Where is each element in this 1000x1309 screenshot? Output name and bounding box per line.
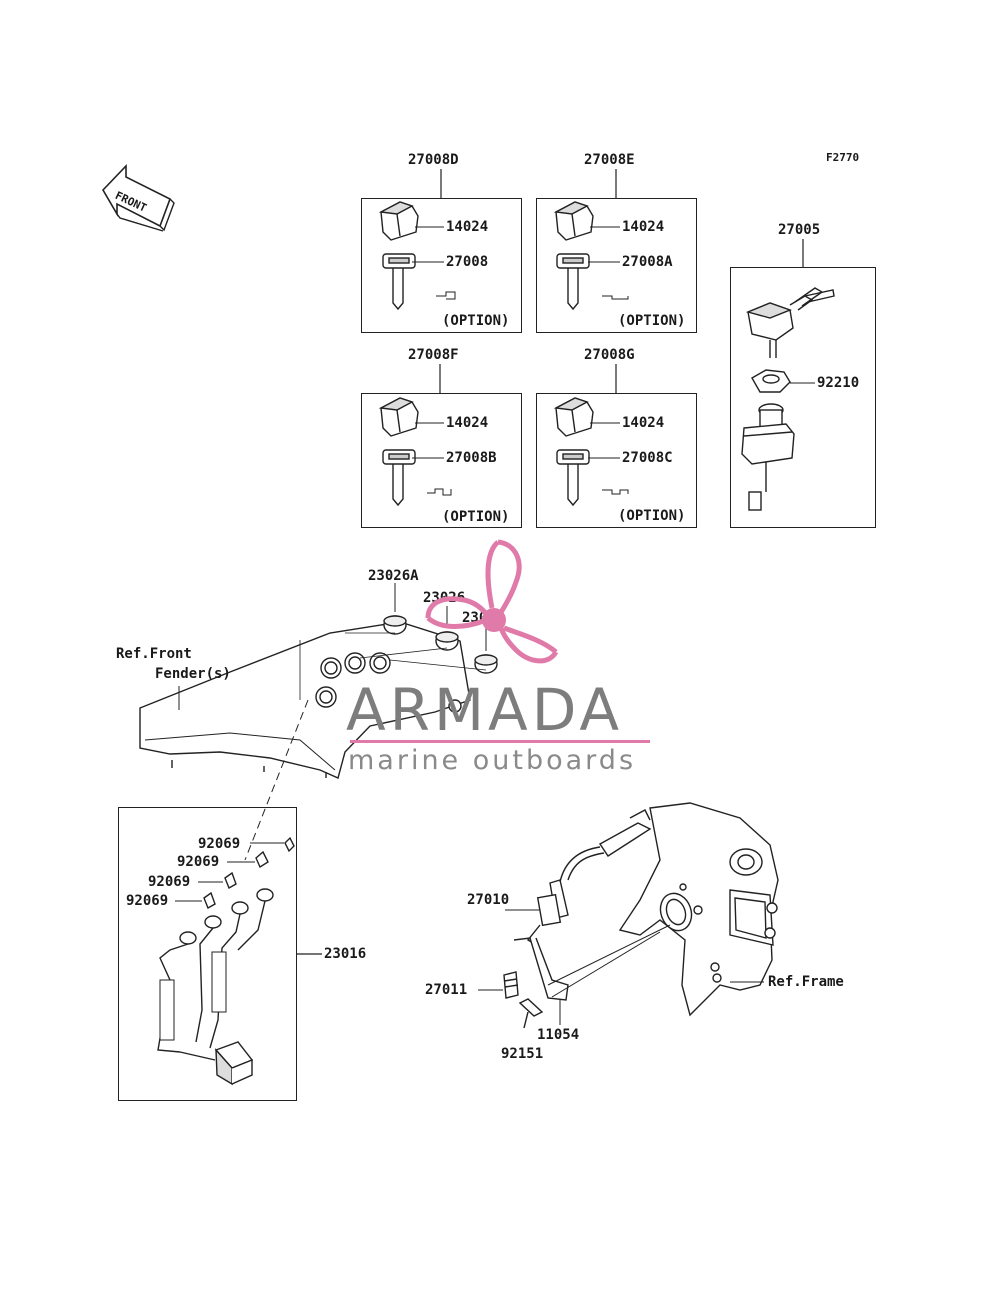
group-box-27008d [361, 198, 522, 333]
option-label-27008e: (OPTION) [618, 313, 686, 329]
part-label-92069-c: 92069 [148, 874, 191, 890]
front-arrow-icon [102, 164, 175, 232]
group-leaders [297, 169, 804, 955]
ignition-switch-drawing [741, 287, 835, 511]
part-label-92069-a: 92069 [198, 836, 241, 852]
group-label-27008g: 27008G [584, 347, 635, 363]
part-label-92069-d: 92069 [126, 893, 169, 909]
group-box-27008f [361, 393, 522, 528]
part-label-27008: 27008 [446, 254, 489, 270]
figure-code: F2770 [826, 151, 860, 164]
part-label-92151: 92151 [501, 1046, 544, 1062]
key-set-27008f-drawing [378, 397, 452, 507]
armada-logo-icon [425, 539, 559, 664]
option-label-27008f: (OPTION) [442, 509, 510, 525]
key-set-27008d-drawing [378, 201, 456, 311]
ref-front-fender-line1: Ref.Front [116, 646, 192, 662]
part-label-27008c: 27008C [622, 450, 673, 466]
group-box-23016 [118, 807, 297, 1101]
part-label-92069-b: 92069 [177, 854, 220, 870]
ref-frame-label: Ref.Frame [768, 974, 844, 990]
part-label-14024-d: 14024 [622, 415, 665, 431]
part-label-14024-c: 14024 [446, 415, 489, 431]
watermark-divider [350, 740, 650, 743]
group-box-27008g [536, 393, 697, 528]
part-label-27010: 27010 [467, 892, 510, 908]
group-label-23016: 23016 [324, 946, 367, 962]
key-set-27008e-drawing [553, 201, 629, 311]
part-label-14024-a: 14024 [446, 219, 489, 235]
key-cylinder-drawing [478, 809, 671, 1029]
group-label-27008d: 27008D [408, 152, 459, 168]
part-label-27008a: 27008A [622, 254, 673, 270]
front-fender-drawing [139, 621, 471, 779]
group-label-27008f: 27008F [408, 347, 459, 363]
watermark-tagline: marine outboards [348, 745, 637, 776]
frame-drawing [618, 802, 779, 1017]
group-box-27008e [536, 198, 697, 333]
ref-front-fender-line2: Fender(s) [155, 666, 231, 682]
group-label-27005: 27005 [778, 222, 821, 238]
key-set-27008g-drawing [553, 397, 629, 507]
group-box-27005 [730, 267, 876, 528]
grommets-drawing [345, 583, 498, 674]
part-label-14024-b: 14024 [622, 219, 665, 235]
option-label-27008d: (OPTION) [442, 313, 510, 329]
part-label-27011: 27011 [425, 982, 468, 998]
part-label-11054: 11054 [537, 1027, 580, 1043]
wire-harness-drawing [157, 836, 295, 1086]
part-label-92210: 92210 [817, 375, 860, 391]
part-label-23026a: 23026A [368, 568, 419, 584]
group-label-27008e: 27008E [584, 152, 635, 168]
fender-link-line [244, 699, 309, 861]
part-label-27008b: 27008B [446, 450, 497, 466]
watermark-brand: ARMADA [346, 676, 624, 744]
option-label-27008g: (OPTION) [618, 508, 686, 524]
